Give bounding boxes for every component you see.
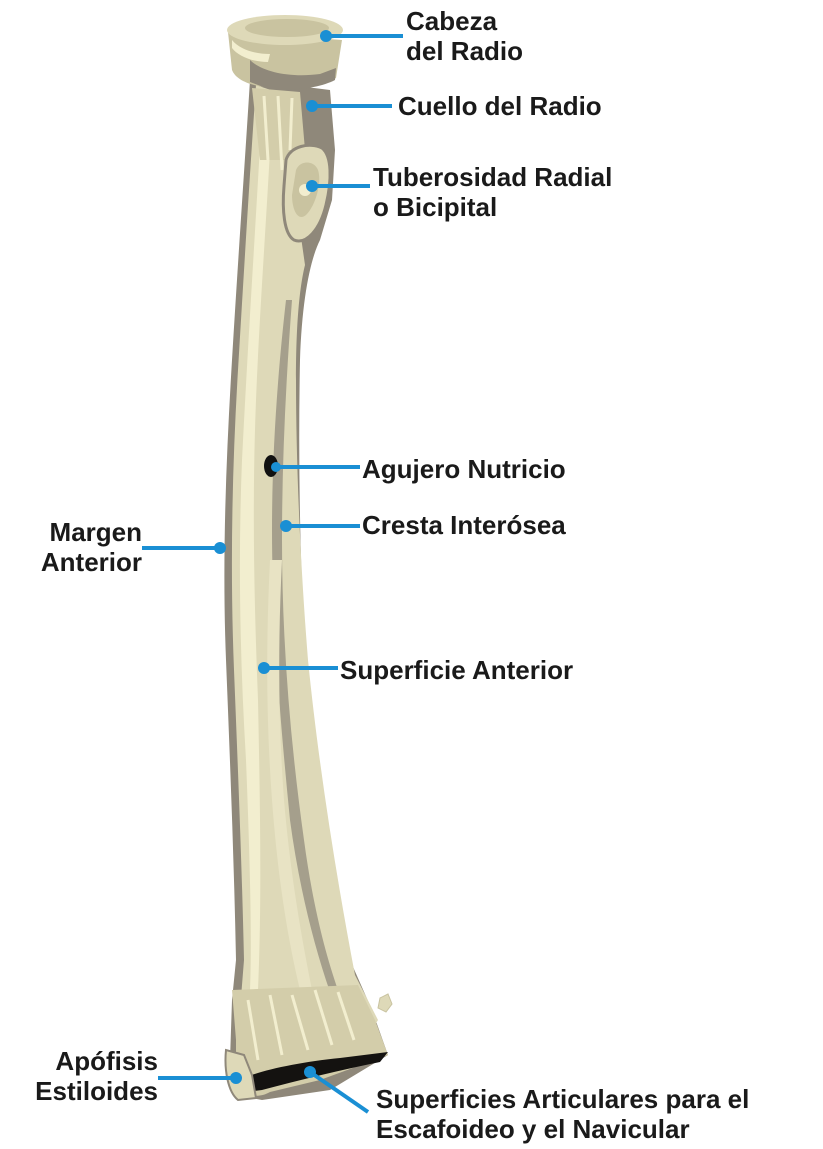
label-line: Cabeza [406, 6, 523, 36]
label-superficie-anterior: Superficie Anterior [340, 655, 573, 685]
label-line: Superficies Articulares para el [376, 1084, 749, 1114]
label-line: Anterior [10, 547, 142, 577]
label-line: Apófisis [4, 1046, 158, 1076]
bone-fragment [378, 994, 392, 1012]
label-line: Agujero Nutricio [362, 454, 566, 484]
dot-apofisis [230, 1072, 242, 1084]
label-cresta-interosea: Cresta Interósea [362, 510, 566, 540]
label-agujero-nutricio: Agujero Nutricio [362, 454, 566, 484]
label-line: Margen [10, 517, 142, 547]
label-cabeza-del-radio: Cabeza del Radio [406, 6, 523, 66]
dot-superficie [258, 662, 270, 674]
label-line: Escafoideo y el Navicular [376, 1114, 749, 1144]
label-line: Superficie Anterior [340, 655, 573, 685]
label-line: Cuello del Radio [398, 91, 602, 121]
dot-cabeza [320, 30, 332, 42]
dot-margen [214, 542, 226, 554]
label-line: del Radio [406, 36, 523, 66]
label-superficies-articulares: Superficies Articulares para el Escafoid… [376, 1084, 749, 1144]
label-line: Estiloides [4, 1076, 158, 1106]
radial-head-fovea [245, 19, 329, 37]
dot-cuello [306, 100, 318, 112]
label-cuello-del-radio: Cuello del Radio [398, 91, 602, 121]
dot-agujero [271, 462, 281, 472]
dot-tuberosidad [306, 180, 318, 192]
label-apofisis-estiloides: Apófisis Estiloides [4, 1046, 158, 1106]
label-line: o Bicipital [373, 192, 612, 222]
label-margen-anterior: Margen Anterior [10, 517, 142, 577]
dot-cresta [280, 520, 292, 532]
label-tuberosidad-radial: Tuberosidad Radial o Bicipital [373, 162, 612, 222]
dot-superficies-articulares [304, 1066, 316, 1078]
label-line: Cresta Interósea [362, 510, 566, 540]
label-line: Tuberosidad Radial [373, 162, 612, 192]
